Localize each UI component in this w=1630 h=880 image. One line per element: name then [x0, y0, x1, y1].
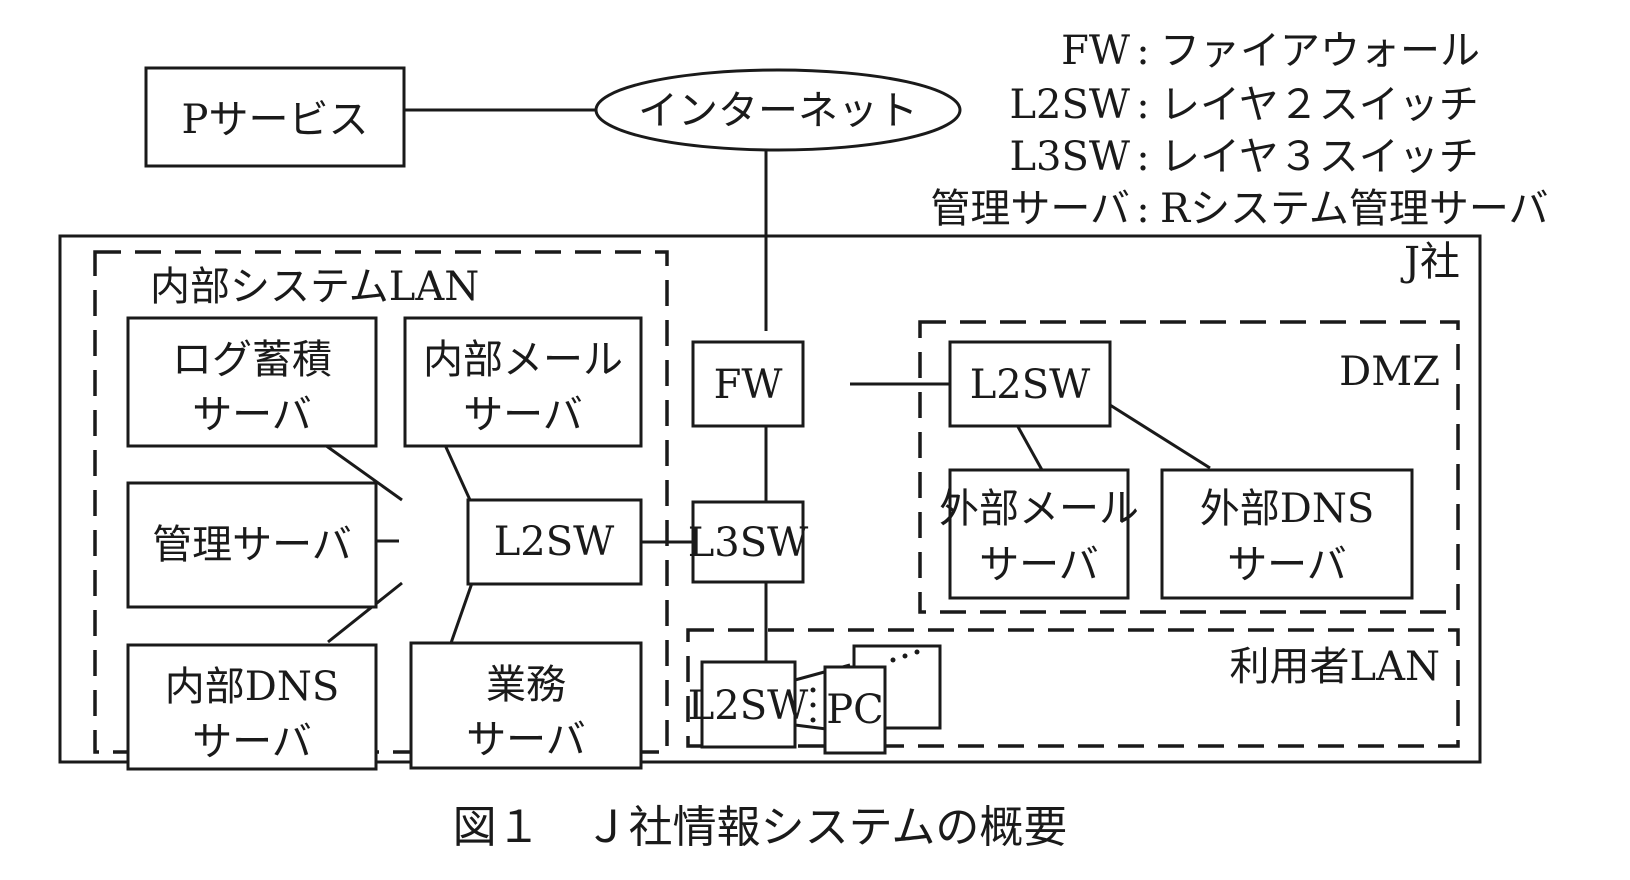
legend-meaning-mgmt: Rシステム管理サーバ [1160, 186, 1549, 232]
link-l2sw-biz [449, 582, 474, 644]
business-server-label-2: サーバ [466, 717, 586, 763]
log-server-label-2: サーバ [192, 392, 312, 438]
user-lan-zone [686, 628, 1460, 748]
internet-label: インターネット [638, 88, 918, 134]
pc-stack-node[interactable]: PC [823, 644, 942, 755]
external-dns-label-1: 外部DNS [1200, 486, 1374, 532]
link-l2sw-dns [327, 581, 403, 644]
link-dmz-l2sw-extmail [1015, 424, 1044, 471]
internal-mail-label-1: 内部メール [423, 337, 623, 383]
legend-sep-mgmt: : [1136, 186, 1149, 232]
pc-label: PC [826, 687, 884, 733]
legend: FW : ファイアウォール L2SW : レイヤ２スイッチ L3SW : レイヤ… [930, 28, 1548, 232]
legend-meaning-l3sw: レイヤ３スイッチ [1160, 134, 1479, 180]
business-server-label-1: 業務 [486, 662, 566, 708]
internal-dns-label-1: 内部DNS [165, 664, 339, 710]
user-lan-label: 利用者LAN [1230, 644, 1440, 690]
legend-sep-fw: : [1136, 28, 1149, 74]
fw-label: FW [714, 362, 783, 408]
external-dns-label-2: サーバ [1227, 542, 1347, 588]
log-server-node[interactable]: ログ蓄積 サーバ [126, 316, 378, 448]
internal-mail-label-2: サーバ [463, 392, 583, 438]
external-mail-server-node[interactable]: 外部メール サーバ [939, 468, 1139, 600]
link-dmz-l2sw-extdns [1109, 403, 1211, 470]
figure-caption: 図１ Ｊ社情報システムの概要 [453, 802, 1068, 853]
legend-abbr-mgmt: 管理サーバ [930, 186, 1130, 232]
business-server-node[interactable]: 業務 サーバ [409, 641, 643, 770]
legend-sep-l3sw: : [1136, 134, 1149, 180]
mgmt-server-node[interactable]: 管理サーバ [126, 481, 378, 609]
dmz-zone [918, 320, 1460, 614]
company-label: J社 [1400, 239, 1460, 285]
internal-l2sw-label: L2SW [494, 519, 615, 565]
mgmt-server-label: 管理サーバ [152, 522, 352, 568]
user-l2sw-label: L2SW [688, 683, 809, 729]
log-server-label-1: ログ蓄積 [172, 337, 332, 383]
external-mail-label-1: 外部メール [939, 486, 1139, 532]
legend-abbr-fw: FW [1061, 28, 1130, 74]
p-service-node[interactable]: Pサービス [144, 66, 406, 168]
internal-lan-label: 内部システムLAN [150, 264, 479, 310]
legend-meaning-fw: ファイアウォール [1160, 28, 1480, 74]
legend-meaning-l2sw: レイヤ２スイッチ [1160, 82, 1479, 128]
p-service-label: Pサービス [182, 97, 369, 143]
external-dns-server-node[interactable]: 外部DNS サーバ [1160, 468, 1414, 600]
link-l2sw-log [324, 443, 403, 502]
user-l2sw-node[interactable]: L2SW [688, 660, 809, 749]
internet-node[interactable]: インターネット [594, 68, 962, 152]
dots-icon [810, 687, 816, 723]
legend-sep-l2sw: : [1136, 82, 1149, 128]
dmz-l2sw-node[interactable]: L2SW [948, 340, 1112, 428]
external-mail-label-2: サーバ [979, 542, 1099, 588]
legend-abbr-l2sw: L2SW [1009, 82, 1130, 128]
internal-mail-server-node[interactable]: 内部メール サーバ [403, 316, 643, 448]
fw-node[interactable]: FW [691, 340, 805, 428]
dmz-label: DMZ [1339, 349, 1440, 395]
internal-l2sw-node[interactable]: L2SW [466, 498, 643, 586]
dmz-l2sw-label: L2SW [970, 362, 1091, 408]
legend-abbr-l3sw: L3SW [1009, 134, 1130, 180]
internal-lan-zone [93, 250, 669, 754]
link-l2sw-mail [443, 444, 472, 501]
l3sw-node[interactable]: L3SW [688, 500, 809, 584]
internal-dns-label-2: サーバ [192, 719, 312, 765]
l3sw-label: L3SW [688, 520, 809, 566]
internal-dns-server-node[interactable]: 内部DNS サーバ [126, 643, 378, 771]
